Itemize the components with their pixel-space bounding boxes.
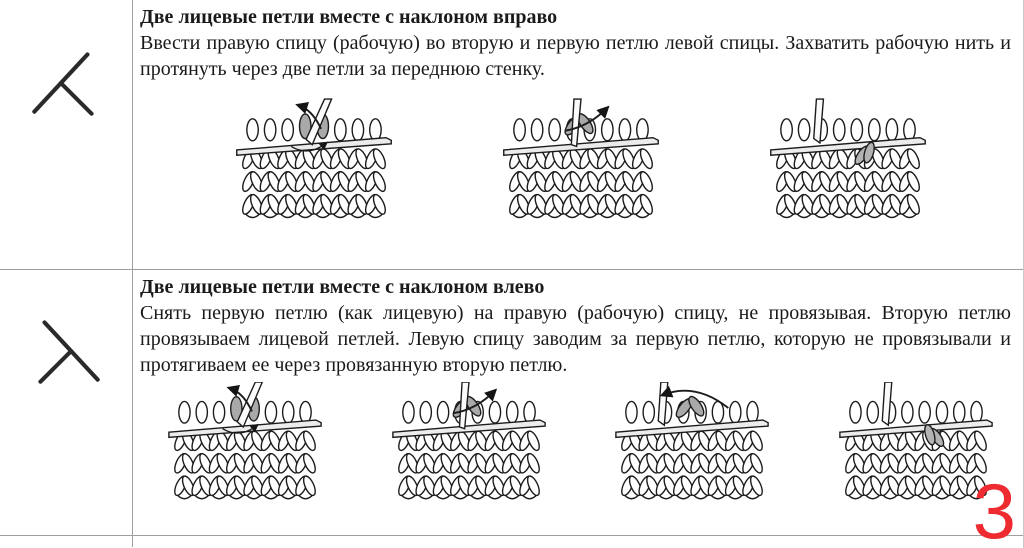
illustration-strip (140, 98, 1011, 230)
knit-step-illustration (391, 382, 546, 500)
knit-step-illustration (615, 382, 770, 500)
instruction-body: Ввести правую спицу (рабочую) во вторую … (140, 32, 1011, 80)
page-number: 3 (972, 467, 1016, 548)
instruction-title: Две лицевые петли вместе с наклоном влев… (140, 276, 545, 298)
knit-step-illustration (502, 98, 659, 219)
table-row: Две лицевые петли вместе с наклоном впра… (0, 0, 1023, 270)
symbol-cell (0, 270, 133, 535)
k2tog-slant-left-icon (38, 320, 100, 384)
symbol-cell (0, 536, 133, 547)
instruction-cell: Две лицевые петли вместе с наклоном впра… (133, 0, 1023, 269)
k2tog-slant-right-icon (32, 52, 94, 116)
table-row-stub (0, 536, 1023, 547)
illustration-strip (140, 382, 1011, 510)
knit-step-illustration (839, 382, 993, 500)
instruction-cell: Две лицевые петли вместе с наклоном влев… (133, 270, 1023, 535)
knit-step-illustration (769, 98, 926, 219)
instruction-title: Две лицевые петли вместе с наклоном впра… (140, 6, 558, 28)
symbol-cell (0, 0, 133, 269)
knit-step-illustration (235, 98, 392, 219)
table-row: Две лицевые петли вместе с наклоном влев… (0, 270, 1023, 536)
instruction-body: Снять первую петлю (как лицевую) на прав… (140, 302, 1011, 376)
knit-step-illustration (168, 382, 322, 500)
